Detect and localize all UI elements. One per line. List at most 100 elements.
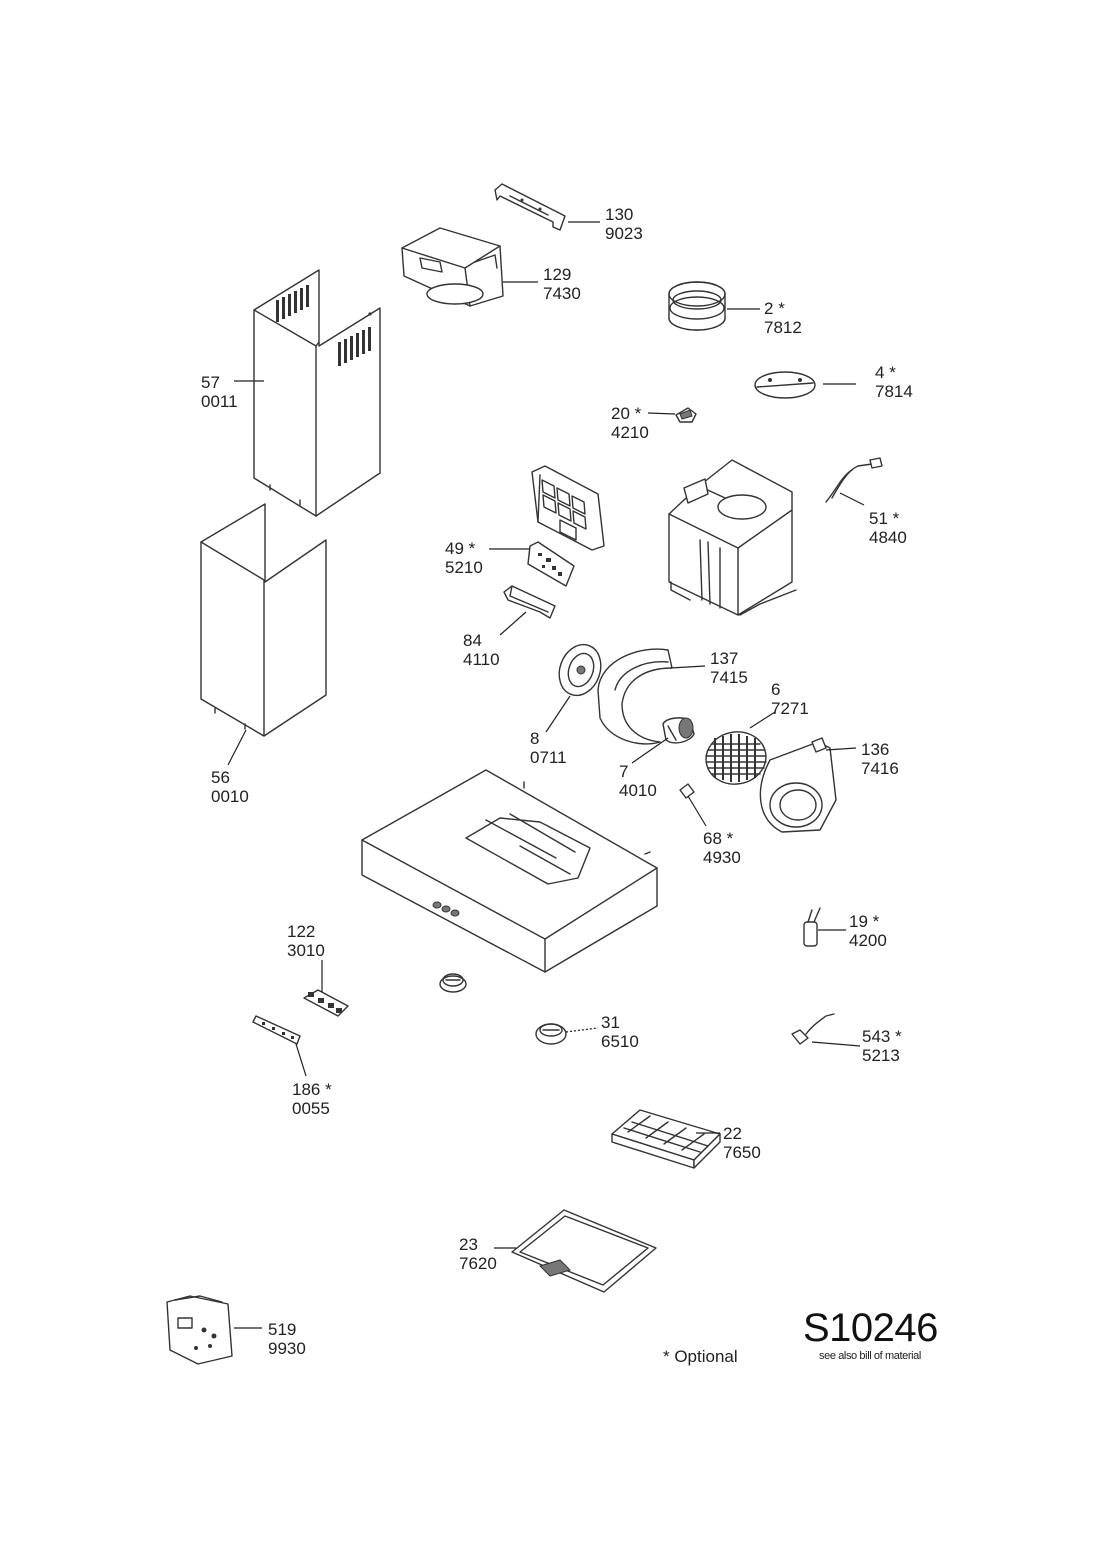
part-code: 5213 [862, 1046, 900, 1065]
part-code: 9930 [268, 1339, 306, 1358]
part-code: 6510 [601, 1032, 639, 1051]
part-control-knob [439, 973, 467, 993]
part-code: 4840 [869, 528, 907, 547]
part-code: 5210 [445, 558, 483, 577]
part-code: 7430 [543, 284, 581, 303]
part-number: 130 [605, 205, 634, 224]
part-code: 3010 [287, 941, 325, 960]
part-number: 129 [543, 265, 572, 284]
callout-543: 543 *5213 [862, 1027, 902, 1065]
part-6-fan-wheel [705, 711, 776, 785]
optional-marker: * [726, 829, 734, 848]
part-number: 8 [530, 729, 540, 748]
part-id: 68 [703, 829, 722, 848]
part-number: 4 * [875, 363, 913, 382]
part-51-cable [825, 457, 883, 506]
part-519-hardware-bag [166, 1295, 262, 1365]
part-number: 519 [268, 1320, 297, 1339]
part-code: 0711 [530, 748, 567, 767]
part-number: 84 [463, 631, 482, 650]
part-20-clip [647, 407, 697, 423]
part-186-switch-panel [252, 1015, 307, 1077]
part-68-knob [679, 783, 707, 827]
callout-186: 186 *0055 [292, 1080, 332, 1118]
part-code: 7415 [710, 668, 748, 687]
optional-marker: * [892, 509, 900, 528]
part-23-grease-filter [494, 1209, 657, 1293]
callout-19: 19 *4200 [849, 912, 887, 950]
callout-4: 4 *7814 [875, 363, 913, 401]
part-129-duct-adapter [401, 227, 538, 307]
part-number: 136 [861, 740, 890, 759]
part-hood-body [361, 769, 658, 973]
part-code: 4930 [703, 848, 741, 867]
part-id: 49 [445, 539, 464, 558]
part-id: 186 [292, 1080, 321, 1099]
part-code: 7620 [459, 1254, 497, 1273]
part-code: 7650 [723, 1143, 761, 1162]
optional-marker: * [778, 299, 785, 318]
part-8-motor-plate [545, 643, 602, 733]
callout-20: 20 *4210 [611, 404, 649, 442]
optional-marker: * [468, 539, 476, 558]
optional-marker: * [872, 912, 880, 931]
optional-legend: * Optional [663, 1347, 738, 1366]
part-code: 4110 [463, 650, 500, 669]
optional-marker: * [895, 1027, 902, 1046]
part-code: 7416 [861, 759, 899, 778]
part-number: 49 * [445, 539, 483, 558]
part-number: 7 [619, 762, 629, 781]
optional-marker: * [634, 404, 642, 423]
part-number: 20 * [611, 404, 649, 423]
part-31-knob [535, 1023, 599, 1045]
part-number: 56 [211, 768, 230, 787]
part-49-control-board [489, 541, 575, 587]
part-49-filter-frame [531, 465, 605, 551]
part-id: 2 [764, 299, 774, 318]
part-code: 0010 [211, 787, 249, 806]
part-id: 4 [875, 363, 885, 382]
part-543-cable [791, 1013, 861, 1047]
part-code: 0011 [201, 392, 238, 411]
part-7-motor [631, 717, 695, 764]
part-number: 2 * [764, 299, 802, 318]
callout-68: 68 *4930 [703, 829, 741, 867]
part-number: 543 * [862, 1027, 902, 1046]
part-22-charcoal-filter [611, 1109, 721, 1169]
part-number: 23 [459, 1235, 478, 1254]
part-137-scroll-half [597, 648, 706, 745]
part-id: 51 [869, 509, 888, 528]
part-code: 7814 [875, 382, 913, 401]
part-number: 19 * [849, 912, 887, 931]
part-number: 31 [601, 1013, 620, 1032]
part-number: 57 [201, 373, 220, 392]
part-19-capacitor [803, 907, 846, 947]
part-84-cover [499, 585, 556, 636]
part-code: 4200 [849, 931, 887, 950]
part-number: 22 [723, 1124, 742, 1143]
bom-note: see also bill of material [819, 1350, 921, 1362]
part-57-upper-chimney [234, 269, 381, 517]
part-4-flap-disc [754, 371, 856, 399]
part-id: 19 [849, 912, 868, 931]
part-code: 4210 [611, 423, 649, 442]
part-130-mounting-bracket [494, 183, 600, 231]
callout-2: 2 *7812 [764, 299, 802, 337]
part-code: 0055 [292, 1099, 330, 1118]
model-number: S10246 [803, 1306, 938, 1350]
part-number: 122 [287, 922, 316, 941]
part-number: 186 * [292, 1080, 332, 1099]
